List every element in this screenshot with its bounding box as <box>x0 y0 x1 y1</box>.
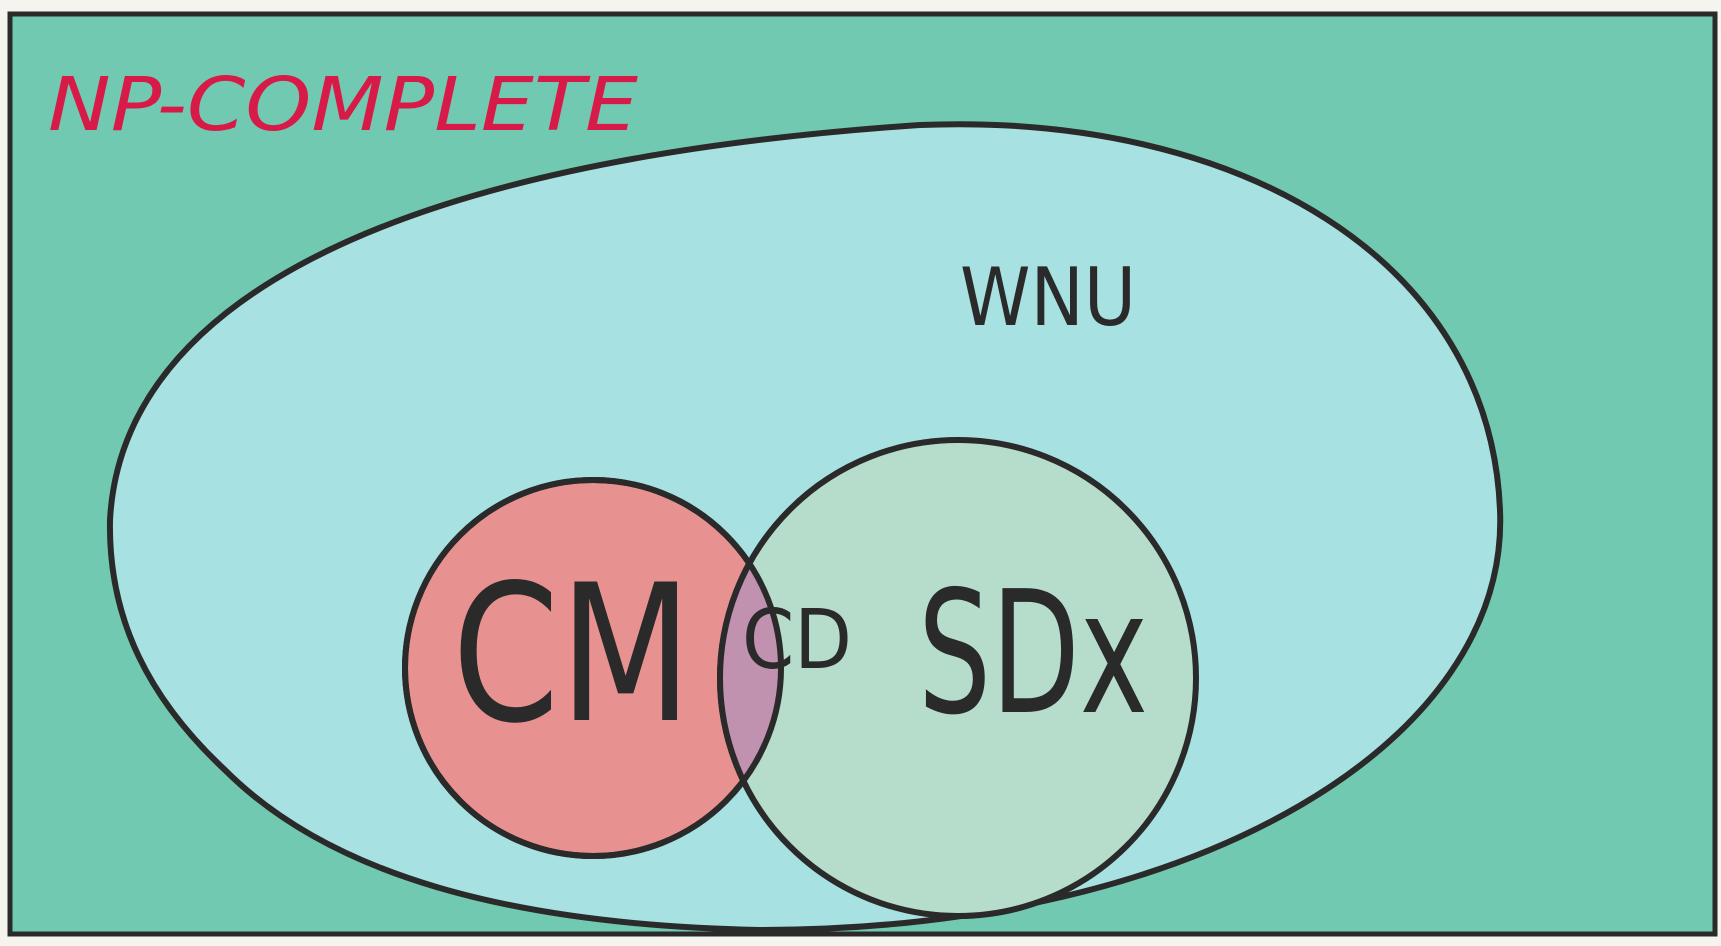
cm-outline <box>402 477 784 859</box>
cd-label: CD <box>742 593 852 688</box>
cd-intersection <box>717 480 781 856</box>
wnu-label: WNU <box>960 251 1136 344</box>
np-complete-label: NP-COMPLETE <box>48 62 638 148</box>
cm-label: CM <box>452 544 692 765</box>
sdx-label: SDx <box>918 555 1148 753</box>
